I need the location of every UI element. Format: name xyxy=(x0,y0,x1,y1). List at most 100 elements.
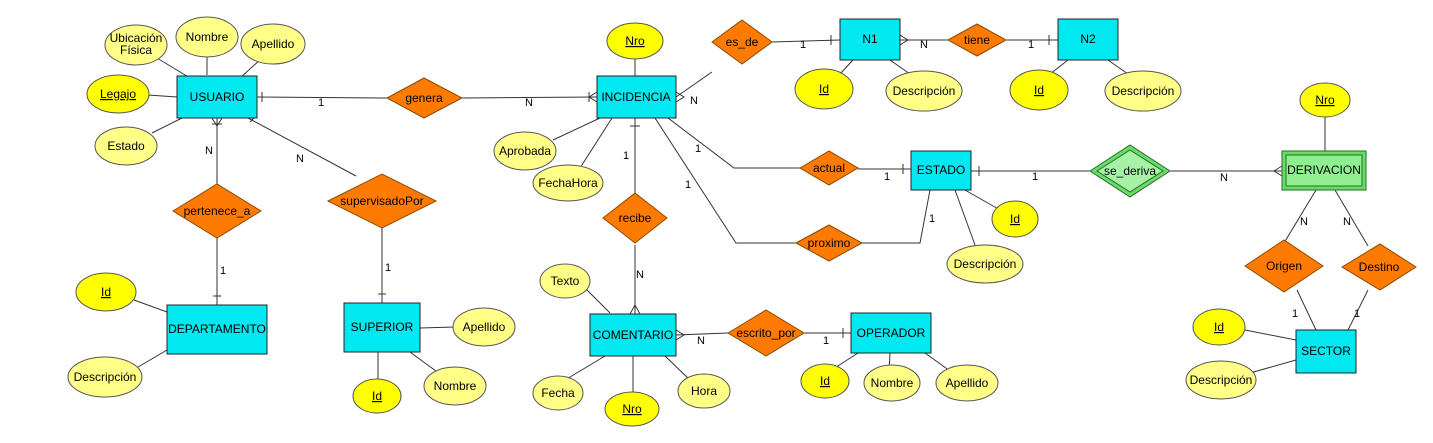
entity-comentario[interactable]: COMENTARIO xyxy=(589,313,677,357)
attr-label: Texto xyxy=(551,274,580,288)
cardinality-label: 1 xyxy=(318,97,324,109)
entity-label: OPERADOR xyxy=(857,326,926,340)
entity-derivacion[interactable]: DERIVACION xyxy=(1281,150,1367,191)
relationship-label: es_de xyxy=(726,35,759,49)
attr-label-line2: Física xyxy=(120,43,152,57)
cardinality-label: 1 xyxy=(685,179,691,191)
relationship-label: Origen xyxy=(1266,259,1302,273)
attr-n2-id: Id xyxy=(1009,69,1069,111)
relationship-se-deriva[interactable]: se_deriva xyxy=(1089,144,1171,198)
entity-label: N1 xyxy=(862,32,878,46)
relationship-tiene[interactable]: tiene xyxy=(946,23,1008,57)
attr-label: Descripción xyxy=(1112,84,1175,98)
cardinality-label: 1 xyxy=(884,171,890,183)
attr-superior-id: Id xyxy=(352,378,402,414)
attr-operador-nombre: Nombre xyxy=(863,364,921,402)
attr-label: Apellido xyxy=(252,37,295,51)
attr-estado-id: Id xyxy=(991,200,1039,238)
attr-label: Descripción xyxy=(74,370,137,384)
attr-incidencia-nro: Nro xyxy=(606,22,664,60)
relationship-label: pertenece_a xyxy=(184,204,251,218)
relationship-genera[interactable]: genera xyxy=(385,77,464,119)
attr-usuario-ubicacion: Ubicación Física xyxy=(104,24,168,66)
entity-superior[interactable]: SUPERIOR xyxy=(343,302,421,353)
entity-label: INCIDENCIA xyxy=(601,90,670,104)
relationship-label: Destino xyxy=(1359,260,1400,274)
entity-label: SUPERIOR xyxy=(351,320,414,334)
entity-incidencia[interactable]: INCIDENCIA xyxy=(596,75,677,119)
cardinality-label: 1 xyxy=(695,143,701,155)
attr-label: Id xyxy=(372,389,382,403)
relationship-actual[interactable]: actual xyxy=(799,150,859,186)
attr-label: Descripción xyxy=(893,84,956,98)
attr-label: Id xyxy=(820,374,830,388)
cardinality-label: N xyxy=(205,145,213,157)
attr-comentario-nro: Nro xyxy=(604,391,660,427)
attr-label: Nombre xyxy=(434,379,477,393)
attr-label: Fecha xyxy=(541,386,575,400)
relationship-origen[interactable]: Origen xyxy=(1244,239,1324,293)
cardinality-label: 1 xyxy=(623,150,629,162)
entity-label: SECTOR xyxy=(1301,344,1351,358)
relationship-destino[interactable]: Destino xyxy=(1341,243,1417,291)
relationship-supervisadopor[interactable]: supervisadoPor xyxy=(326,173,438,229)
relationship-label: genera xyxy=(405,91,443,105)
attr-n2-descripcion: Descripción xyxy=(1104,70,1182,112)
entity-usuario[interactable]: USUARIO xyxy=(176,75,258,119)
attr-departamento-descripcion: Descripción xyxy=(67,356,143,398)
attr-operador-apellido: Apellido xyxy=(935,364,999,402)
relationship-pertenece-a[interactable]: pertenece_a xyxy=(172,183,262,239)
attr-label: Legajo xyxy=(100,87,136,101)
cardinality-label: 1 xyxy=(1292,308,1298,320)
attr-label: Id xyxy=(1034,83,1044,97)
attr-superior-apellido: Apellido xyxy=(452,307,516,347)
relationship-es-de[interactable]: es_de xyxy=(711,19,773,65)
entity-sector[interactable]: SECTOR xyxy=(1295,329,1357,374)
entity-label: DEPARTAMENTO xyxy=(168,322,266,336)
cardinality-label: N xyxy=(1300,216,1308,228)
cardinality-label: 1 xyxy=(1354,308,1360,320)
entity-label: USUARIO xyxy=(190,90,245,104)
relationship-label: tiene xyxy=(964,33,990,47)
cardinality-label: 1 xyxy=(1032,171,1038,183)
attr-label: Id xyxy=(1010,212,1020,226)
attr-sector-descripcion: Descripción xyxy=(1185,360,1257,400)
attr-label: Apellido xyxy=(946,376,989,390)
attr-n1-id: Id xyxy=(794,68,854,110)
attr-comentario-hora: Hora xyxy=(677,373,731,409)
cardinality-marks xyxy=(211,34,1283,341)
attr-operador-id: Id xyxy=(800,363,850,399)
entity-departamento[interactable]: DEPARTAMENTO xyxy=(166,304,268,355)
entity-n1[interactable]: N1 xyxy=(839,18,901,61)
attr-label: Id xyxy=(101,285,111,299)
cardinality-label: N xyxy=(690,95,698,107)
cardinality-label: 1 xyxy=(800,39,806,51)
entity-label: ESTADO xyxy=(917,163,965,177)
entity-estado[interactable]: ESTADO xyxy=(910,150,972,191)
relationship-label: actual xyxy=(813,161,845,175)
relationship-proximo[interactable]: proximo xyxy=(794,224,864,262)
attr-label: Apellido xyxy=(463,320,506,334)
cardinality-label: 1 xyxy=(1028,39,1034,51)
attr-label: Id xyxy=(819,82,829,96)
attr-label-line1: Ubicación xyxy=(110,31,163,45)
attr-label: Nombre xyxy=(186,30,229,44)
attr-label: FechaHora xyxy=(538,176,598,190)
cardinality-label: 1 xyxy=(823,335,829,347)
relationship-recibe[interactable]: recibe xyxy=(602,192,668,244)
cardinality-label: N xyxy=(1343,216,1351,228)
relationship-escrito-por[interactable]: escrito_por xyxy=(727,309,805,357)
attr-estado-descripcion: Descripción xyxy=(946,244,1024,284)
cardinality-label: N xyxy=(920,39,928,51)
cardinality-label: 1 xyxy=(929,213,935,225)
entity-label: DERIVACION xyxy=(1287,163,1361,177)
attr-usuario-nombre: Nombre xyxy=(175,16,239,58)
attr-derivacion-nro: Nro xyxy=(1299,82,1351,118)
entity-n2[interactable]: N2 xyxy=(1057,18,1119,61)
attr-n1-descripcion: Descripción xyxy=(885,70,963,112)
attr-label: Aprobada xyxy=(499,144,551,158)
attr-superior-nombre: Nombre xyxy=(423,366,487,406)
entity-operador[interactable]: OPERADOR xyxy=(850,312,932,354)
attr-label: Descripción xyxy=(954,257,1017,271)
